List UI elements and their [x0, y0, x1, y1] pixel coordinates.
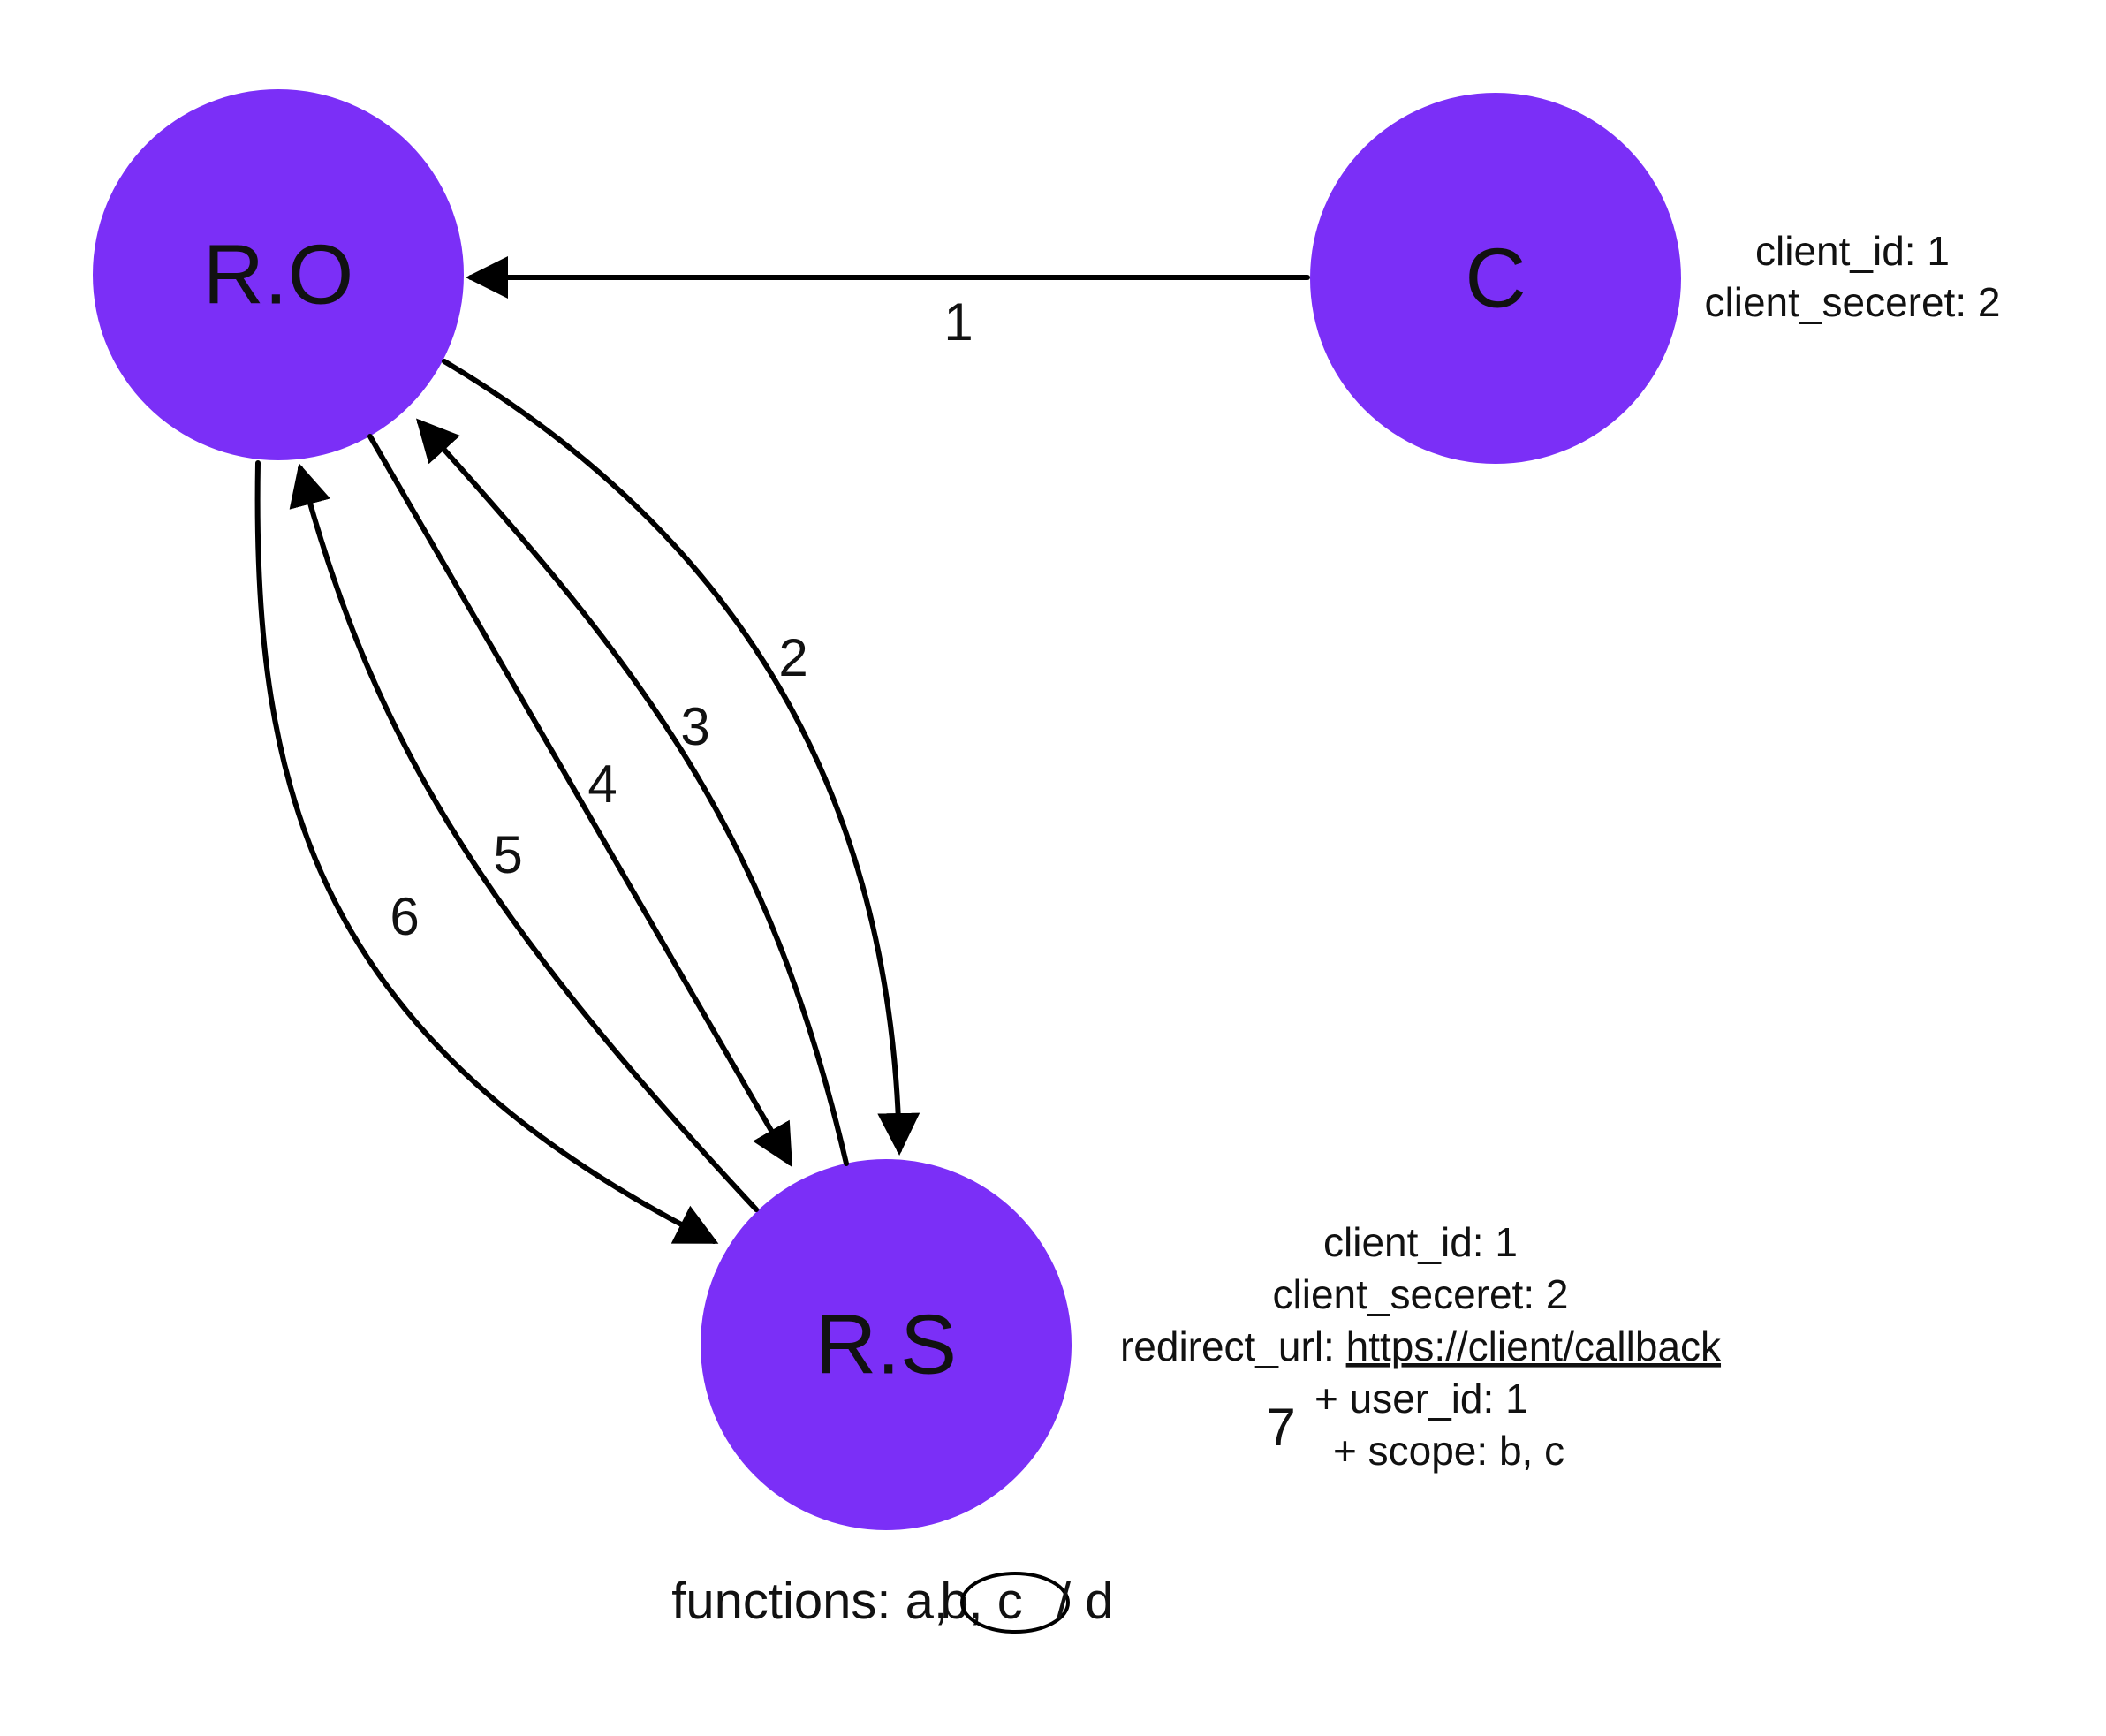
node-resource-server-label: R.S: [815, 1298, 957, 1392]
node-resource-owner: R.O: [93, 89, 464, 460]
edge-3-label: 3: [680, 697, 709, 756]
client-notes-client-secret: client_seceret: 2: [1705, 279, 2001, 325]
edge-5-resource-server-to-resource-owner: [289, 463, 759, 1212]
client-notes-client-id: client_id: 1: [1755, 228, 1950, 274]
server-notes-redirect-url: redirect_url: https://client/callback: [1120, 1323, 1722, 1369]
node-client-circle: [1310, 93, 1681, 464]
node-resource-owner-label: R.O: [203, 228, 354, 322]
redirect-url-link[interactable]: https://client/callback: [1346, 1323, 1722, 1369]
node-resource-owner-circle: [93, 89, 464, 460]
functions-circle-highlight: [960, 1572, 1070, 1634]
functions-suffix: / d: [1057, 1573, 1114, 1630]
node-client-label: C: [1465, 231, 1526, 326]
server-notes: client_id: 1 client_seceret: 2 redirect_…: [1120, 1219, 1722, 1474]
node-resource-server-circle: [701, 1159, 1072, 1530]
functions-prefix: functions: a,: [671, 1573, 948, 1630]
functions-circled: b, c: [940, 1573, 1023, 1630]
server-notes-client-id: client_id: 1: [1323, 1219, 1518, 1265]
edge-6-label: 6: [390, 887, 419, 946]
edge-6-resource-owner-to-resource-server: [254, 460, 719, 1244]
server-notes-step-label: 7: [1266, 1398, 1295, 1457]
node-resource-server: R.S: [701, 1159, 1072, 1530]
edge-4-resource-owner-to-resource-server: [367, 434, 793, 1168]
server-notes-user-id: + user_id: 1: [1314, 1376, 1528, 1421]
edge-2-label: 2: [778, 628, 807, 687]
node-client: C: [1310, 93, 1681, 464]
server-notes-client-secret: client_seceret: 2: [1273, 1271, 1569, 1317]
edge-2-resource-owner-to-resource-server: [442, 359, 920, 1156]
client-notes: client_id: 1 client_seceret: 2: [1705, 228, 2001, 325]
edge-5-label: 5: [493, 825, 522, 884]
server-notes-scope: + scope: b, c: [1333, 1428, 1564, 1474]
edge-1-label: 1: [943, 292, 973, 352]
functions-line: functions: a, b, c / d: [671, 1572, 1114, 1634]
edge-4-label: 4: [587, 754, 617, 814]
server-notes-redirect-prefix: redirect_url:: [1120, 1323, 1346, 1369]
edge-3-resource-server-to-resource-owner: [415, 418, 849, 1166]
